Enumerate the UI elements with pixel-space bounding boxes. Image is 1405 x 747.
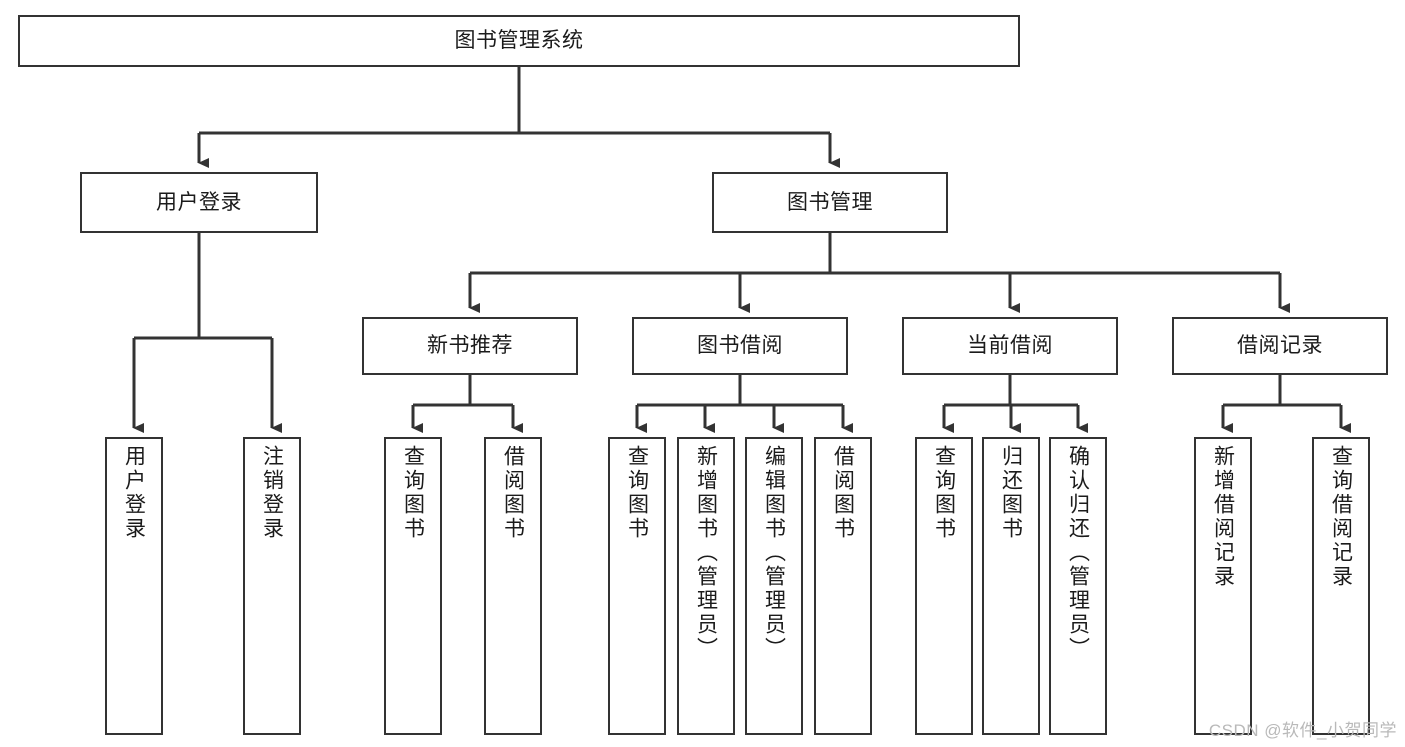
node-leaf-query-book-newbook[interactable]: 查询图书	[384, 437, 442, 735]
node-label-new-book-recommend: 新书推荐	[427, 334, 513, 358]
node-label-leaf-borrow-book-borrow: 借阅图书	[831, 445, 855, 541]
node-label-leaf-add-book-admin: 新增图书（管理员）	[694, 445, 718, 661]
connector-borrow-to-leaves	[635, 375, 853, 433]
node-leaf-query-book-borrow[interactable]: 查询图书	[608, 437, 666, 735]
node-label-leaf-query-book-current: 查询图书	[932, 445, 956, 541]
node-label-current-borrow: 当前借阅	[967, 334, 1053, 358]
connector-newbook-to-leaves	[411, 375, 523, 433]
node-label-leaf-confirm-return-admin: 确认归还（管理员）	[1066, 445, 1090, 661]
node-leaf-confirm-return-admin[interactable]: 确认归还（管理员）	[1049, 437, 1107, 735]
node-leaf-add-borrow-record[interactable]: 新增借阅记录	[1194, 437, 1252, 735]
node-label-leaf-edit-book-admin: 编辑图书（管理员）	[762, 445, 786, 661]
node-label-book-borrow: 图书借阅	[697, 334, 783, 358]
node-root-system[interactable]: 图书管理系统	[18, 15, 1020, 67]
node-leaf-edit-book-admin[interactable]: 编辑图书（管理员）	[745, 437, 803, 735]
node-label-leaf-return-book: 归还图书	[999, 445, 1023, 541]
connector-current-to-leaves	[942, 375, 1088, 433]
node-leaf-user-login[interactable]: 用户登录	[105, 437, 163, 735]
connector-bookmgmt-to-level3	[468, 233, 1290, 313]
node-leaf-add-book-admin[interactable]: 新增图书（管理员）	[677, 437, 735, 735]
node-label-leaf-user-login: 用户登录	[122, 445, 146, 541]
node-user-login[interactable]: 用户登录	[80, 172, 318, 233]
node-label-leaf-logout: 注销登录	[260, 445, 284, 541]
node-leaf-logout[interactable]: 注销登录	[243, 437, 301, 735]
node-label-leaf-query-book-newbook: 查询图书	[401, 445, 425, 541]
node-label-borrow-record: 借阅记录	[1237, 334, 1323, 358]
node-label-leaf-query-book-borrow: 查询图书	[625, 445, 649, 541]
node-leaf-query-book-current[interactable]: 查询图书	[915, 437, 973, 735]
node-label-book-management: 图书管理	[787, 190, 873, 214]
node-label-root: 图书管理系统	[454, 29, 584, 53]
node-leaf-return-book[interactable]: 归还图书	[982, 437, 1040, 735]
node-leaf-borrow-book-borrow[interactable]: 借阅图书	[814, 437, 872, 735]
node-label-user-login: 用户登录	[156, 190, 242, 214]
node-leaf-borrow-book-newbook[interactable]: 借阅图书	[484, 437, 542, 735]
connector-record-to-leaves	[1221, 375, 1351, 433]
node-borrow-record[interactable]: 借阅记录	[1172, 317, 1388, 375]
node-label-leaf-add-borrow-record: 新增借阅记录	[1211, 445, 1235, 589]
node-label-leaf-borrow-book-newbook: 借阅图书	[501, 445, 525, 541]
node-current-borrow[interactable]: 当前借阅	[902, 317, 1118, 375]
connector-userlogin-to-leaves	[132, 233, 282, 433]
node-book-management[interactable]: 图书管理	[712, 172, 948, 233]
node-book-borrow[interactable]: 图书借阅	[632, 317, 848, 375]
node-leaf-query-borrow-record[interactable]: 查询借阅记录	[1312, 437, 1370, 735]
node-new-book-recommend[interactable]: 新书推荐	[362, 317, 578, 375]
node-label-leaf-query-borrow-record: 查询借阅记录	[1329, 445, 1353, 589]
connector-root-to-level2	[197, 66, 840, 168]
